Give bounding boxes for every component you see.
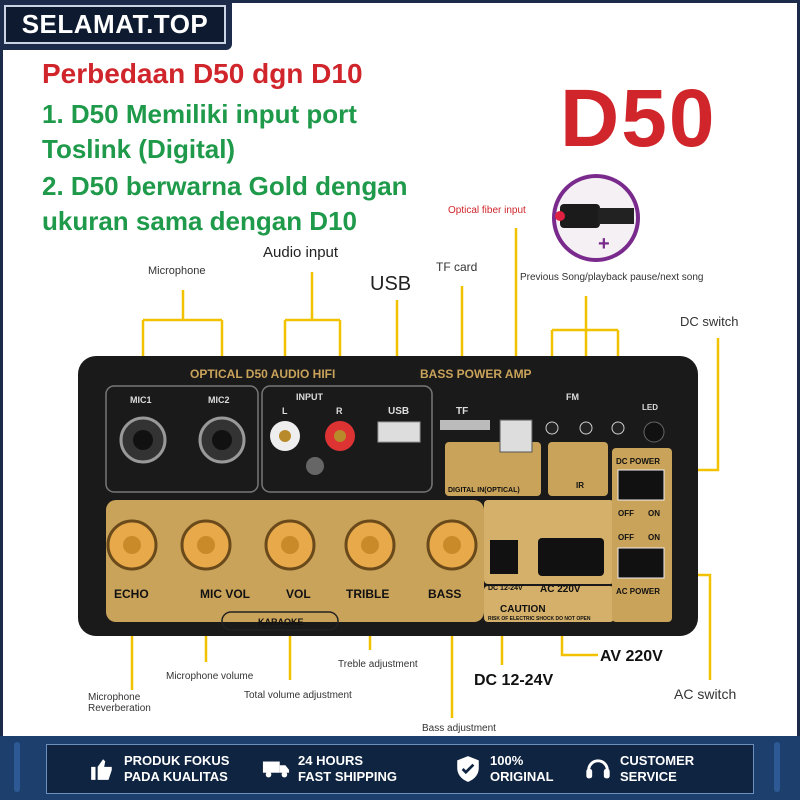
board-ac-power: AC POWER <box>616 587 660 596</box>
board-mic1: MIC1 <box>130 395 152 405</box>
label-tf-card: TF card <box>436 260 478 274</box>
badge-quality-line1: PRODUK FOKUS <box>124 753 230 768</box>
heading-line-4: ukuran sama dengan D10 <box>42 206 357 236</box>
board-fm: FM <box>566 392 579 402</box>
board-tf: TF <box>456 406 468 417</box>
footer-left-ornament <box>14 742 20 792</box>
label-dc-power: DC 12-24V <box>474 672 554 689</box>
heading-line-2: Toslink (Digital) <box>42 134 236 164</box>
store-logo-text: SELAMAT.TOP <box>21 9 209 39</box>
footer-band <box>46 744 754 794</box>
svg-text:+: + <box>598 233 610 255</box>
model-name: D50 <box>560 73 717 164</box>
badge-shipping-line1: 24 HOURS <box>298 753 364 768</box>
rca-jacks <box>270 421 355 475</box>
board-ir: IR <box>576 481 584 490</box>
label-dc-switch: DC switch <box>680 314 739 329</box>
label-microphone: Microphone <box>148 265 206 277</box>
badge-original-line1: 100% <box>490 753 524 768</box>
heading-line-3: 2. D50 berwarna Gold dengan <box>42 171 408 201</box>
usb-port <box>377 421 421 443</box>
dc-jack <box>490 540 518 574</box>
board-caution-sub: RISK OF ELECTRIC SHOCK DO NOT OPEN <box>488 616 591 622</box>
board-ac-220: AC 220V <box>540 584 581 595</box>
truck-icon <box>262 755 290 783</box>
board-echo: ECHO <box>114 587 149 601</box>
board-off-1: OFF <box>618 509 634 518</box>
label-mic-reverb-1: Microphone <box>88 692 141 703</box>
label-mic-volume: Microphone volume <box>166 671 254 682</box>
headset-icon <box>584 755 612 783</box>
board-l: L <box>282 406 288 416</box>
board-caution: CAUTION <box>500 604 546 615</box>
knobs <box>106 519 478 571</box>
board-treble: TRIBLE <box>346 587 389 601</box>
board-labels: OPTICAL D50 AUDIO HIFI BASS POWER AMP MI… <box>114 367 660 627</box>
heading-line-1: 1. D50 Memiliki input port <box>42 99 357 129</box>
board-bass: BASS <box>428 587 461 601</box>
badge-quality-line2: PADA KUALITAS <box>124 769 228 784</box>
badge-service-line1: CUSTOMER <box>620 753 695 768</box>
footer-right-ornament <box>774 742 780 792</box>
board-usb: USB <box>388 406 409 417</box>
store-logo: SELAMAT.TOP <box>0 0 232 50</box>
board-on-2: ON <box>648 533 660 542</box>
dc-power-switch <box>617 469 665 501</box>
badge-shipping-line2: FAST SHIPPING <box>298 769 397 784</box>
board-input: INPUT <box>296 392 324 402</box>
board-on-1: ON <box>648 509 660 518</box>
mic-jacks <box>119 416 246 464</box>
label-optical-fiber: Optical fiber input <box>448 205 526 216</box>
label-total-volume: Total volume adjustment <box>244 690 352 701</box>
board-vol: VOL <box>286 587 311 601</box>
tf-slot <box>440 420 490 430</box>
label-treble: Treble adjustment <box>338 659 418 670</box>
board-mic-vol: MIC VOL <box>200 587 250 601</box>
shield-check-icon <box>454 755 482 783</box>
board-led: LED <box>642 403 658 412</box>
thumbs-up-icon <box>88 755 116 783</box>
label-prev-next: Previous Song/playback pause/next song <box>520 272 704 283</box>
board-dc-1224: DC 12-24V <box>488 585 523 592</box>
board-header-left: OPTICAL D50 AUDIO HIFI <box>190 367 335 381</box>
board-dc-power: DC POWER <box>616 457 660 466</box>
board-digital: DIGITAL IN(OPTICAL) <box>448 487 520 494</box>
fm-buttons <box>545 421 665 443</box>
board-r: R <box>336 406 343 416</box>
badge-original: 100%ORIGINAL <box>454 744 554 794</box>
board-karaoke: KARAOKE <box>258 617 304 627</box>
label-audio-input: Audio input <box>263 244 339 261</box>
board-mic2: MIC2 <box>208 395 230 405</box>
label-usb: USB <box>370 273 412 295</box>
label-bass: Bass adjustment <box>422 723 496 734</box>
optical-port <box>499 419 533 453</box>
heading-title: Perbedaan D50 dgn D10 <box>42 58 363 89</box>
badge-original-line2: ORIGINAL <box>490 769 554 784</box>
board-off-2: OFF <box>618 533 634 542</box>
label-ac-switch: AC switch <box>674 686 737 702</box>
board-header-right: BASS POWER AMP <box>420 367 532 381</box>
ac-power-switch <box>617 547 665 579</box>
label-mic-reverb-2: Reverberation <box>88 703 151 714</box>
karaoke-badge <box>221 611 339 631</box>
ac-socket <box>538 538 604 576</box>
badge-service-line2: SERVICE <box>620 769 677 784</box>
optical-cable-inset: + <box>552 174 640 262</box>
label-ac-power: AV 220V <box>600 648 663 665</box>
